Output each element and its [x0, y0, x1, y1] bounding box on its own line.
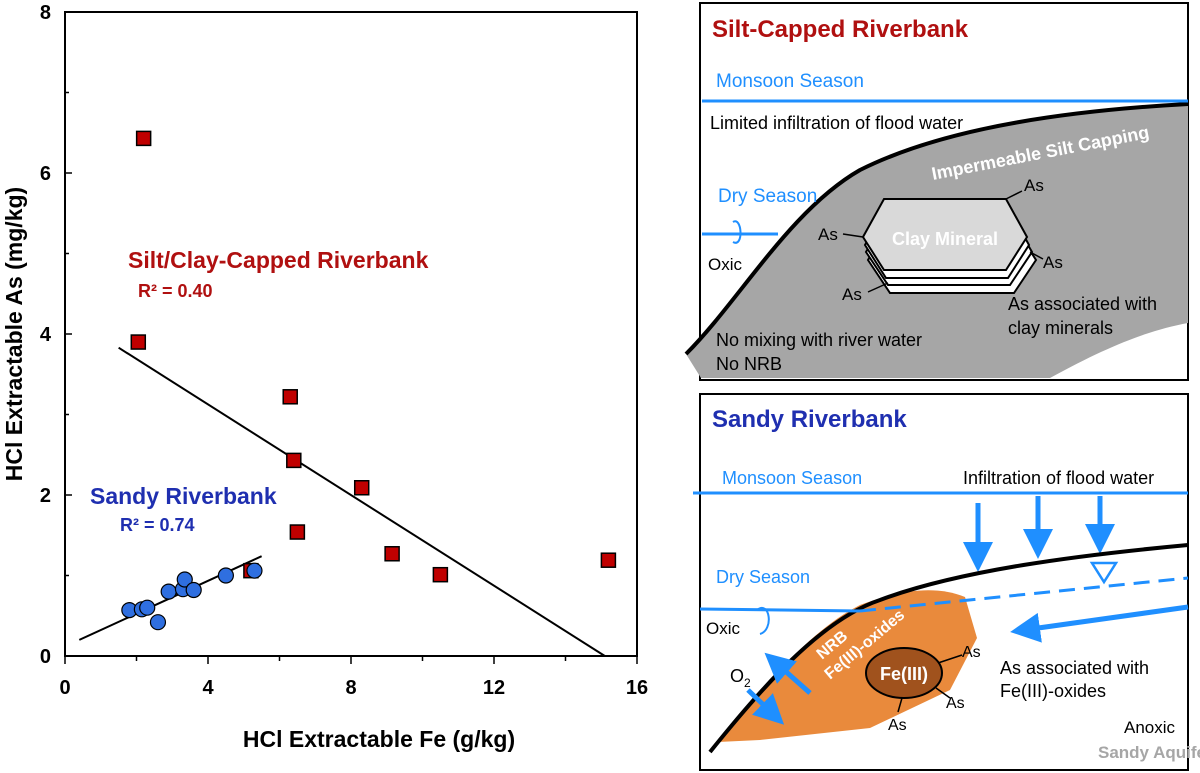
silt-oxic-symbol: [732, 220, 742, 244]
data-point-sandy: [139, 599, 156, 616]
data-point-silt: [600, 552, 617, 568]
data-point-sandy: [149, 614, 167, 631]
series-r2-silt: R² = 0.40: [138, 281, 213, 301]
sandy-infiltration-label: Infiltration of flood water: [963, 468, 1154, 488]
fe-as-bond-1: [937, 654, 963, 664]
silt-capped-panel: Silt-Capped Riverbank Monsoon Season Lim…: [684, 2, 1189, 381]
sandy-panel: Sandy Riverbank Monsoon Season Infiltrat…: [693, 393, 1200, 771]
y-axis-label: HCl Extractable As (mg/kg): [1, 187, 27, 481]
as-label-3: As: [1043, 253, 1063, 272]
fe-as-label-2: As: [946, 695, 965, 712]
as-bond-4: [867, 282, 889, 293]
trendline-silt: [118, 346, 606, 657]
data-point-silt: [432, 566, 449, 583]
axis-ticks: [64, 11, 638, 664]
as-label-1: As: [1024, 176, 1044, 195]
clay-mineral-icon: [861, 198, 1038, 294]
silt-limited-infiltration: Limited infiltration of flood water: [710, 113, 963, 133]
fe-as-bond-2: [935, 687, 951, 699]
silt-dry-season-label: Dry Season: [718, 186, 817, 207]
fe-as-bond-3: [897, 697, 903, 713]
silt-oxic-label: Oxic: [708, 255, 743, 274]
clay-mineral-label: Clay Mineral: [892, 229, 998, 249]
x-tick-labels: 0 4 8 12 16: [59, 677, 648, 699]
fe3-particle: [865, 647, 943, 699]
as-bond-2: [842, 233, 864, 238]
sandy-dry-water-line: [699, 607, 861, 613]
data-point-silt: [384, 546, 400, 562]
data-point-silt: [286, 452, 302, 469]
series-label-silt: Silt/Clay-Capped Riverbank: [128, 247, 429, 273]
data-point-silt: [282, 389, 298, 405]
x-tick-label: 12: [483, 677, 505, 699]
y-tick-label: 0: [40, 646, 51, 668]
lateral-flow-arrow: [1010, 604, 1189, 643]
sandy-oxic-label: Oxic: [706, 619, 741, 638]
x-axis-label: HCl Extractable Fe (g/kg): [243, 726, 515, 752]
data-point-sandy: [176, 571, 193, 588]
data-point-silt: [135, 130, 152, 147]
as-clay-note-1: As associated with: [1008, 294, 1157, 314]
as-label-4: As: [842, 285, 862, 304]
as-label-2: As: [818, 225, 838, 244]
x-tick-label: 4: [202, 677, 214, 699]
data-point-sandy: [160, 583, 177, 600]
o2-arrow-up: [764, 652, 812, 695]
as-clay-note-2: clay minerals: [1008, 318, 1113, 338]
sandy-bank-line: [708, 543, 1189, 754]
x-tick-label: 16: [626, 677, 648, 699]
data-point-sandy: [246, 562, 263, 579]
sandy-oxic-symbol: [756, 606, 770, 635]
water-table-marker: [1089, 561, 1119, 585]
series-label-sandy: Sandy Riverbank: [90, 483, 277, 509]
no-nrb-note: No NRB: [716, 354, 782, 374]
no-mixing-note: No mixing with river water: [716, 330, 922, 350]
o2-label: O2: [730, 666, 751, 690]
data-points: [121, 130, 617, 631]
x-tick-label: 0: [59, 677, 70, 699]
sandy-monsoon-label: Monsoon Season: [722, 468, 862, 488]
as-fe-note-2: Fe(III)-oxides: [1000, 681, 1106, 701]
sandy-dry-season-label: Dry Season: [716, 567, 810, 587]
series-r2-sandy: R² = 0.74: [120, 515, 195, 535]
as-fe-note-1: As associated with: [1000, 658, 1149, 678]
fe-as-label-1: As: [962, 644, 981, 661]
water-table-dashed: [859, 576, 1189, 613]
scatter-chart: 0 2 4 6 8 0 4 8 12 16 HCl Extractable As (mg/kg)…: [1, 2, 648, 752]
plot-frame: [64, 11, 638, 657]
y-tick-label: 4: [40, 324, 52, 346]
o2-arrow-down: [746, 688, 785, 725]
silt-monsoon-label: Monsoon Season: [716, 71, 864, 92]
sandy-aquifer-label: Sandy Aquifer: [1098, 743, 1200, 762]
data-point-silt: [289, 524, 306, 540]
y-tick-label: 2: [40, 485, 51, 507]
data-point-sandy: [185, 581, 202, 599]
silt-bank-line: [684, 102, 1189, 356]
x-tick-label: 8: [345, 677, 356, 699]
y-tick-labels: 0 2 4 6 8: [40, 2, 52, 668]
silt-panel-title: Silt-Capped Riverbank: [712, 16, 969, 43]
sandy-panel-title: Sandy Riverbank: [712, 406, 907, 433]
fe3-label: Fe(III): [880, 664, 928, 684]
anoxic-label: Anoxic: [1124, 718, 1176, 737]
data-point-silt: [353, 480, 370, 496]
as-bond-1: [1005, 190, 1023, 200]
data-point-sandy: [217, 567, 234, 584]
as-bond-3: [1029, 251, 1044, 260]
y-tick-label: 6: [40, 163, 51, 185]
y-tick-label: 8: [40, 2, 51, 24]
data-point-silt: [130, 334, 147, 350]
fe-as-label-3: As: [888, 717, 907, 734]
